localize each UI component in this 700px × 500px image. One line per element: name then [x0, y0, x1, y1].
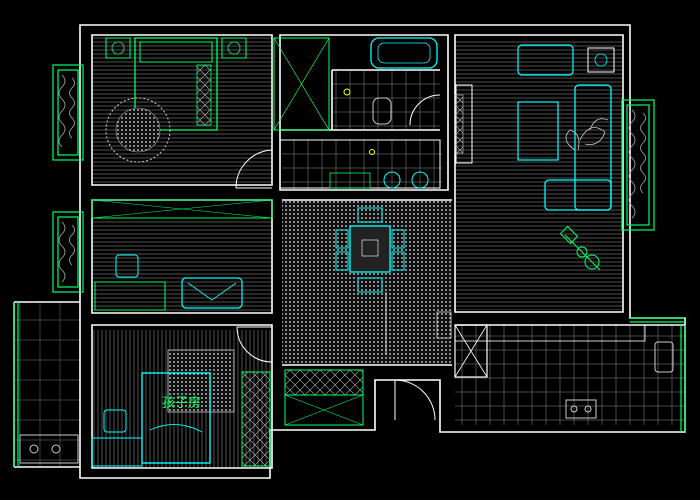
- side-table-icon: [587, 47, 615, 73]
- wardrobe-icon: [273, 37, 330, 131]
- window-living-right: [621, 99, 655, 231]
- bathroom: [279, 37, 441, 189]
- child-bed-icon: [141, 372, 211, 464]
- sofa-icon: [181, 277, 243, 309]
- washer-icon: [19, 434, 79, 464]
- plant-icon: [565, 118, 609, 151]
- sink-icon-kitchen: [654, 341, 674, 373]
- bathtub-icon: [370, 37, 438, 69]
- sink-icon: [383, 171, 401, 189]
- rug-icon: [105, 97, 171, 163]
- study: [91, 199, 273, 311]
- play-mat-icon: [167, 349, 235, 413]
- child-chair-icon: [103, 409, 127, 433]
- toilet-icon: [372, 97, 392, 125]
- child-desk-icon: [91, 437, 143, 467]
- bed-icon: [134, 37, 218, 131]
- window-bedroom-left: [52, 64, 84, 161]
- living-room-floor: [455, 40, 623, 310]
- hall-storage: [284, 369, 364, 426]
- kitchen-counter: [454, 324, 646, 342]
- kitchen: [454, 324, 674, 419]
- dining-table-icon: [349, 225, 391, 273]
- coffee-table-icon: [517, 101, 559, 161]
- kitchen-floor: [455, 325, 685, 425]
- guitar-icon: [559, 225, 601, 271]
- window-planters: [58, 74, 646, 283]
- child-wardrobe-icon: [241, 371, 271, 467]
- chair-icon: [115, 254, 139, 278]
- shoe-cabinet-icon: [284, 369, 364, 396]
- balcony: [19, 434, 79, 464]
- counter-strip: [282, 140, 442, 190]
- child-room: [91, 349, 271, 467]
- master-bedroom: [105, 37, 330, 163]
- nightstand-left-icon: [105, 37, 131, 59]
- balcony-floor: [14, 302, 80, 467]
- armchair-top-icon: [517, 44, 574, 76]
- dining: [335, 207, 452, 355]
- window-study-left: [52, 211, 84, 293]
- desk-icon: [94, 281, 166, 311]
- room-label-child: 孩子房: [162, 396, 202, 411]
- master-bedroom-floor: [92, 35, 272, 185]
- sofa-bottom-icon: [544, 179, 612, 211]
- dining-chair-bottom-icon: [357, 277, 383, 293]
- nightstand-right-icon: [221, 37, 247, 59]
- living-room: [454, 44, 615, 271]
- doors: [235, 94, 441, 421]
- stove-icon: [565, 399, 597, 419]
- bathroom-floor: [332, 70, 440, 130]
- dining-floor: [282, 200, 452, 365]
- bookshelf-icon: [91, 199, 273, 219]
- windows: [13, 64, 686, 467]
- dining-chair-top-icon: [357, 207, 383, 223]
